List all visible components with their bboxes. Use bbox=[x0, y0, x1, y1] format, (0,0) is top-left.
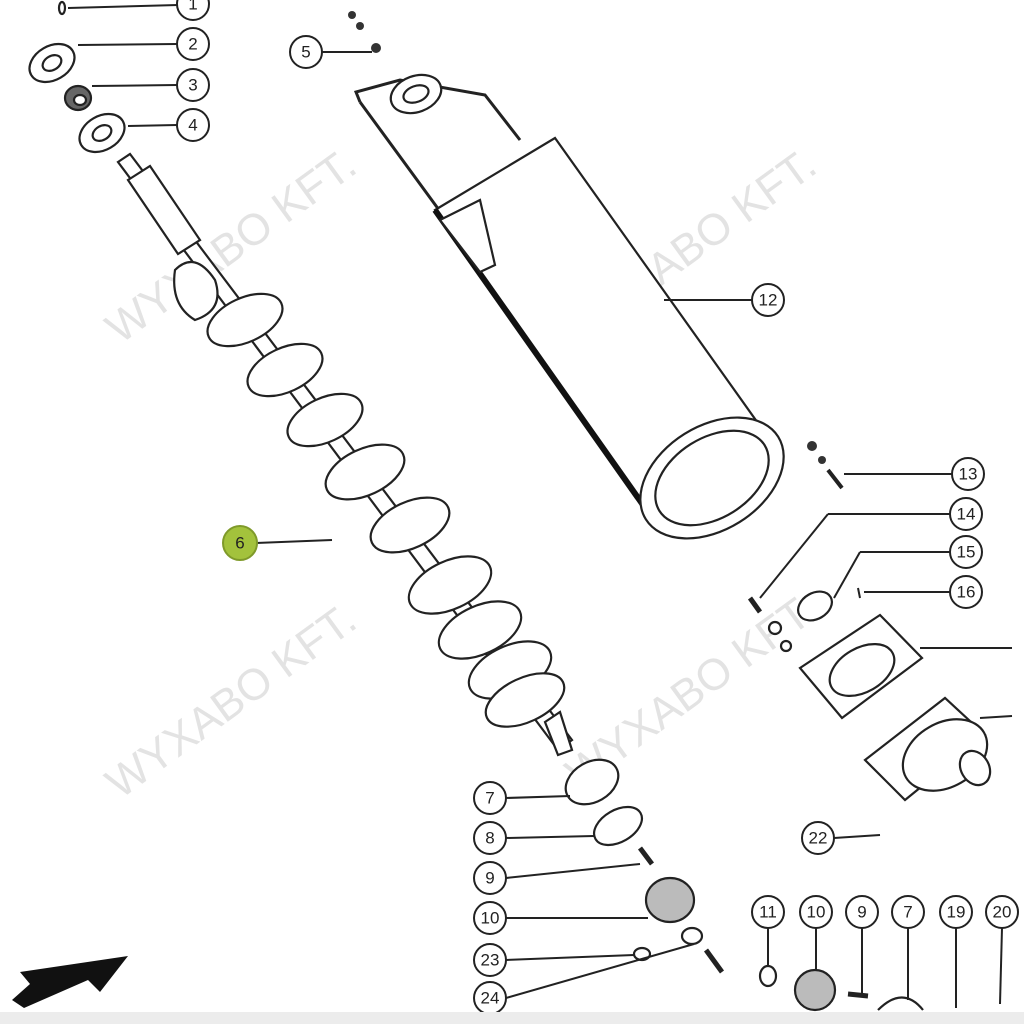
callout-2[interactable]: 2 bbox=[176, 27, 210, 61]
svg-text:5: 5 bbox=[301, 43, 310, 62]
svg-text:4: 4 bbox=[188, 116, 197, 135]
callout-20[interactable]: 20 bbox=[985, 895, 1019, 929]
callout-23[interactable]: 23 bbox=[473, 943, 507, 977]
svg-text:20: 20 bbox=[993, 903, 1012, 922]
callout-6-highlighted[interactable]: 6 bbox=[222, 525, 258, 561]
callout-9[interactable]: 9 bbox=[473, 861, 507, 895]
svg-text:12: 12 bbox=[759, 291, 778, 310]
callout-24[interactable]: 24 bbox=[473, 981, 507, 1015]
gearbox-parts bbox=[564, 587, 1013, 1012]
callout-19[interactable]: 19 bbox=[939, 895, 973, 929]
callout-3[interactable]: 3 bbox=[176, 68, 210, 102]
svg-text:16: 16 bbox=[957, 583, 976, 602]
callout-15[interactable]: 15 bbox=[949, 535, 983, 569]
svg-text:10: 10 bbox=[481, 909, 500, 928]
svg-text:3: 3 bbox=[188, 76, 197, 95]
callout-9-lower[interactable]: 9 bbox=[845, 895, 879, 929]
callout-13[interactable]: 13 bbox=[951, 457, 985, 491]
svg-text:6: 6 bbox=[235, 534, 244, 553]
direction-arrow-icon bbox=[12, 956, 128, 1008]
callout-1[interactable]: 1 bbox=[176, 0, 210, 21]
svg-text:23: 23 bbox=[481, 951, 500, 970]
svg-text:9: 9 bbox=[485, 869, 494, 888]
auger-screw bbox=[116, 152, 574, 757]
callout-4[interactable]: 4 bbox=[176, 108, 210, 142]
svg-text:13: 13 bbox=[959, 465, 978, 484]
callout-5[interactable]: 5 bbox=[289, 35, 323, 69]
callout-10[interactable]: 10 bbox=[473, 901, 507, 935]
svg-text:14: 14 bbox=[957, 505, 976, 524]
svg-text:2: 2 bbox=[188, 35, 197, 54]
svg-text:7: 7 bbox=[903, 903, 912, 922]
svg-text:7: 7 bbox=[485, 789, 494, 808]
svg-text:19: 19 bbox=[947, 903, 966, 922]
callout-12[interactable]: 12 bbox=[751, 283, 785, 317]
callout-22[interactable]: 22 bbox=[801, 821, 835, 855]
callout-8[interactable]: 8 bbox=[473, 821, 507, 855]
svg-text:10: 10 bbox=[807, 903, 826, 922]
callout-7[interactable]: 7 bbox=[473, 781, 507, 815]
svg-text:15: 15 bbox=[957, 543, 976, 562]
bottom-bar bbox=[0, 1012, 1024, 1024]
leader-lines bbox=[255, 51, 1003, 1008]
svg-text:1: 1 bbox=[188, 0, 197, 14]
tube-cover bbox=[348, 11, 844, 540]
callout-7-lower[interactable]: 7 bbox=[891, 895, 925, 929]
svg-text:22: 22 bbox=[809, 829, 828, 848]
svg-text:24: 24 bbox=[481, 989, 500, 1008]
svg-text:WYXABO KFT.: WYXABO KFT. bbox=[97, 595, 365, 809]
callout-14[interactable]: 14 bbox=[949, 497, 983, 531]
callout-10-lower[interactable]: 10 bbox=[799, 895, 833, 929]
callout-16[interactable]: 16 bbox=[949, 575, 983, 609]
callout-11[interactable]: 11 bbox=[751, 895, 785, 929]
svg-text:9: 9 bbox=[857, 903, 866, 922]
svg-text:8: 8 bbox=[485, 829, 494, 848]
svg-text:11: 11 bbox=[759, 903, 777, 922]
top-left-parts bbox=[28, 0, 179, 154]
